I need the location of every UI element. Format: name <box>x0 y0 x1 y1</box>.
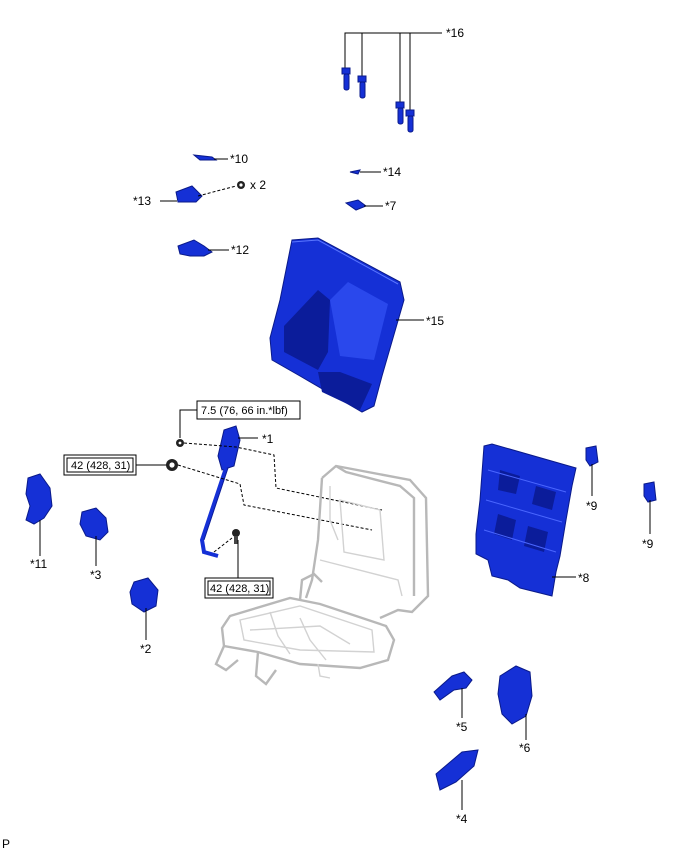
part-11-hinge-cover <box>25 473 53 525</box>
label-15: *15 <box>426 314 444 328</box>
label-9b: *9 <box>642 537 654 551</box>
part-16-clips <box>341 32 442 133</box>
label-4: *4 <box>456 812 468 826</box>
label-9a: *9 <box>586 499 598 513</box>
torque-spec-3: 42 (428, 31) <box>204 577 274 599</box>
label-14: *14 <box>383 165 401 179</box>
label-10: *10 <box>230 152 248 166</box>
part-7-clip <box>344 199 368 211</box>
label-12: *12 <box>231 243 249 257</box>
svg-text:7.5 (76, 66 in.*lbf): 7.5 (76, 66 in.*lbf) <box>201 405 288 417</box>
part-9a-clip <box>585 445 599 467</box>
label-6: *6 <box>519 741 531 755</box>
figure-code: P <box>2 837 10 851</box>
torque-spec-2: 42 (428, 31) <box>63 454 137 476</box>
part-14-clip <box>349 169 361 175</box>
nut-icon <box>176 439 184 447</box>
label-13: *13 <box>133 194 151 208</box>
part-6-cover <box>497 665 533 725</box>
part-10-clip <box>192 154 218 161</box>
bolt-icon <box>166 459 178 471</box>
part-13-cover <box>175 185 203 203</box>
part-12-bracket <box>177 239 213 257</box>
seat-frame <box>214 464 430 686</box>
part-4-cover <box>435 749 479 791</box>
svg-text:42 (428, 31): 42 (428, 31) <box>210 583 269 595</box>
label-3: *3 <box>90 568 102 582</box>
label-16: *16 <box>446 26 464 40</box>
screw-icon <box>237 181 245 189</box>
label-11: *11 <box>30 557 47 571</box>
bolt-icon <box>232 529 240 544</box>
part-3-cover <box>79 507 109 541</box>
label-5: *5 <box>456 720 468 734</box>
label-7: *7 <box>385 199 397 213</box>
svg-text:42 (428, 31): 42 (428, 31) <box>71 460 130 472</box>
part-8-back-board <box>475 443 577 597</box>
part-9b-clip <box>643 481 657 503</box>
label-1: *1 <box>262 432 274 446</box>
part-15-seatback-pad <box>269 237 405 413</box>
part-1-seat-belt <box>199 425 241 558</box>
label-8: *8 <box>578 571 590 585</box>
torque-spec-1: 7.5 (76, 66 in.*lbf) <box>196 400 301 420</box>
quantity-label: x 2 <box>250 178 266 192</box>
part-5-cover <box>433 671 473 701</box>
label-2: *2 <box>140 642 152 656</box>
part-2-cover <box>129 577 159 613</box>
